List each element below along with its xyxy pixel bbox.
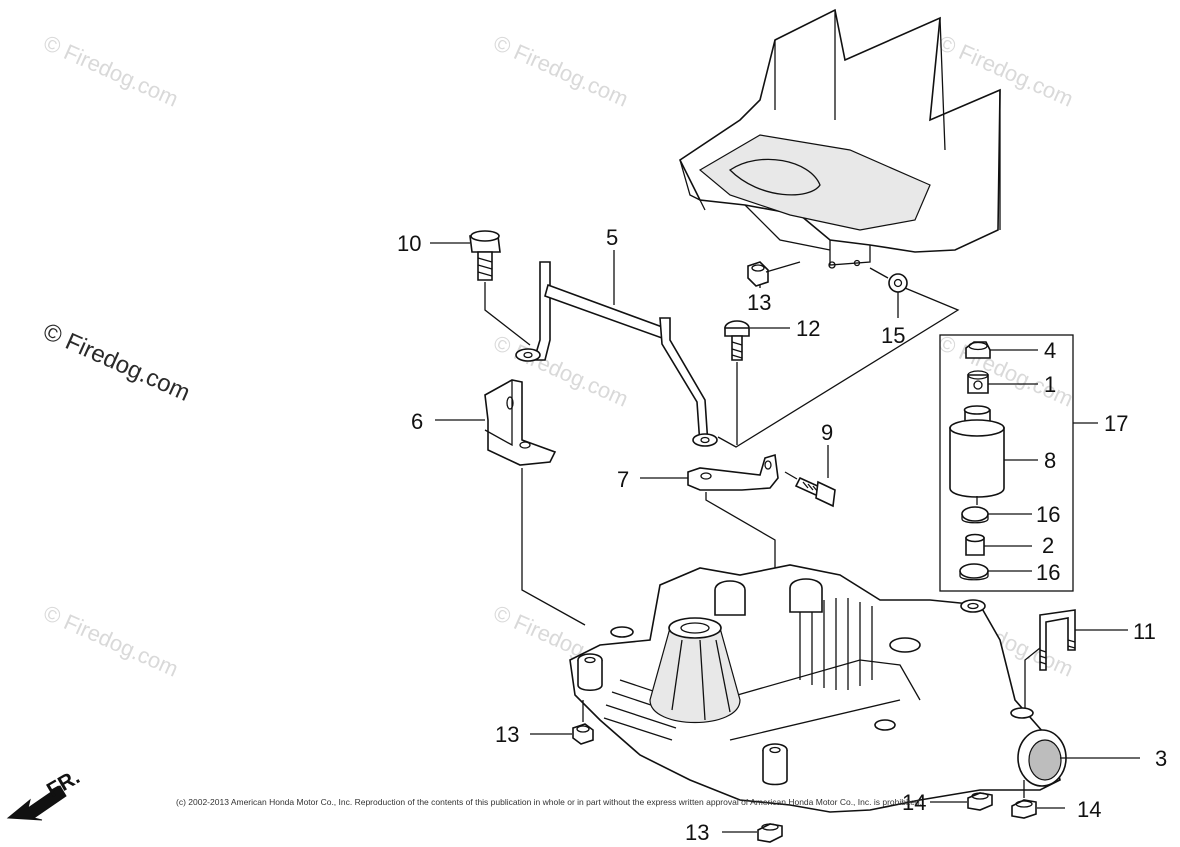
callout-12: 12 [796,316,820,341]
callout-5: 5 [606,225,618,250]
callout-4: 4 [1044,338,1056,363]
callout-13-bottom: 13 [685,820,709,845]
bolt-10 [469,230,531,346]
nut-14-right [1011,780,1065,819]
nut-14-middle [930,792,993,811]
callout-13-left: 13 [495,722,519,747]
callout-8: 8 [1044,448,1056,473]
callout-16-upper: 16 [1036,502,1060,527]
callout-1: 1 [1044,372,1056,397]
callout-14-middle: 14 [902,790,926,815]
callout-6: 6 [411,409,423,434]
bolt-12 [724,320,750,445]
callout-10: 10 [397,231,421,256]
transmission-housing-3 [569,564,1140,813]
callout-17: 17 [1104,411,1128,436]
callout-2: 2 [1042,533,1054,558]
upper-housing [678,8,1001,269]
nut-13-left [530,700,594,745]
parts-kit-17 [939,334,1098,592]
nut-13-bottom [722,823,783,843]
nut-13-upper [747,261,801,287]
copyright-notice: (c) 2002-2013 American Honda Motor Co., … [176,797,923,807]
callout-15: 15 [881,323,905,348]
u-bolt-11 [1024,609,1128,710]
callout-3: 3 [1155,746,1167,771]
callout-7: 7 [617,467,629,492]
callout-11: 11 [1133,619,1156,644]
callout-16-lower: 16 [1036,560,1060,585]
bolt-9 [784,471,836,508]
front-direction-arrow: FR. [6,765,84,821]
rod-5 [515,261,718,447]
callout-9: 9 [821,420,833,445]
bracket-6 [484,379,586,626]
callout-14-right: 14 [1077,797,1101,822]
washer-15 [869,267,908,293]
callout-13-upper: 13 [747,290,771,315]
